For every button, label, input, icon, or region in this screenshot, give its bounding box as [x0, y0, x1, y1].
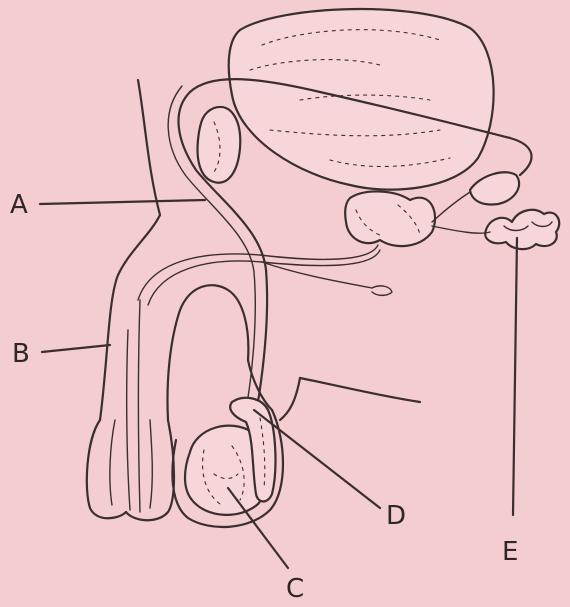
accessory-gland — [485, 210, 559, 249]
label-a-line — [40, 200, 205, 204]
urethral-outlet — [372, 286, 392, 295]
label-d: D — [386, 501, 406, 531]
label-a: A — [10, 190, 28, 220]
label-e: E — [502, 537, 518, 567]
prostate-gland — [345, 191, 435, 246]
urethra — [138, 245, 378, 300]
bladder — [229, 9, 494, 190]
label-b: B — [12, 339, 30, 369]
pubic-bone — [198, 107, 241, 183]
thigh-outline — [280, 378, 300, 420]
label-b-line — [42, 345, 110, 352]
body-outline — [100, 80, 160, 420]
label-c: C — [286, 574, 304, 604]
seminal-vesicle — [470, 172, 519, 204]
label-e-line — [513, 238, 517, 515]
